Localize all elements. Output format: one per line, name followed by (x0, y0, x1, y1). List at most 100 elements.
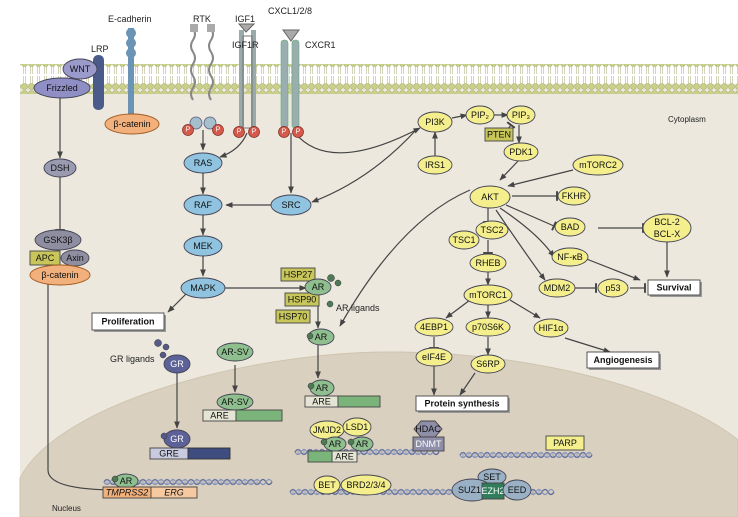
ar-dna-node: AR (309, 379, 335, 397)
erg-box: ERG (150, 486, 198, 499)
nucleus-label: Nucleus (52, 504, 81, 513)
pdk1-node: PDK1 (503, 142, 539, 162)
wnt-node: WNT (62, 58, 98, 80)
bclx-label: BCL-X (654, 229, 681, 239)
are-box-3: ARE (331, 450, 358, 463)
edge-nfkb-survival (583, 257, 641, 281)
pip3-node: PIP₃ (506, 105, 536, 125)
edge-akt-ar (339, 189, 471, 327)
gre-box-label: GRE (159, 449, 179, 459)
apc-node: APC (29, 250, 61, 266)
mtorc2-node-label: mTORC2 (579, 160, 617, 170)
mapk-node: MAPK (180, 277, 226, 299)
eed-node: EED (502, 479, 532, 501)
are-gene-2 (235, 409, 283, 422)
gr-ligand-dot-2 (162, 343, 170, 351)
tsc1-node: TSC1 (448, 230, 480, 250)
frizzled-node-label: Frizzled (46, 83, 78, 93)
edge-pi3k-pip2 (451, 113, 468, 120)
rheb-node-label: RHEB (475, 258, 500, 268)
ras-node-label: RAS (194, 158, 213, 168)
p-igf1r-left-label: P (237, 129, 242, 136)
are-box-2-label: ARE (210, 411, 229, 421)
p70s6k-node: p70S6K (465, 317, 511, 337)
raf-node: RAF (183, 194, 223, 216)
cell-membrane (20, 64, 738, 94)
ar-nuclear-node: AR (307, 328, 335, 346)
tsc2-node: TSC2 (475, 220, 509, 240)
pdk1-node-label: PDK1 (509, 147, 533, 157)
jmjd2-node-label: JMJD2 (313, 425, 341, 435)
cxcl-label: CXCL1/2/8 (268, 6, 312, 16)
edge-s6rp-protein (459, 372, 476, 396)
lrp-label: LRP (91, 44, 109, 54)
mtorc1-node: mTORC1 (463, 284, 513, 306)
ar-sv-dna-node: AR-SV (216, 393, 254, 411)
ar-sv-node: AR-SV (216, 342, 254, 362)
dnmt-node-label: DNMT (416, 439, 442, 449)
bcatenin-node-label: β-catenin (41, 270, 78, 280)
hsp90-node-label: HSP90 (288, 295, 317, 305)
are-gene-3 (307, 450, 333, 463)
mapk-node-label: MAPK (190, 283, 216, 293)
gr-nuclear-node: GR (163, 429, 191, 449)
ar-sv-dna-node-label: AR-SV (221, 397, 249, 407)
pip3-node-label: PIP₃ (512, 110, 531, 120)
lsd1-node-label: LSD1 (346, 422, 369, 432)
edge-mtorc2-akt (507, 169, 574, 188)
ar-fusion-node: AR (113, 473, 139, 489)
are-box-3-label: ARE (335, 452, 354, 462)
p53-node-label: p53 (605, 283, 620, 293)
are-box-1-label: ARE (312, 397, 331, 407)
gr-cytoplasm-node: GR (163, 354, 191, 374)
bcl2-label: BCL-2 (654, 217, 680, 227)
bad-node: BAD (554, 217, 586, 237)
pten-node-label: PTEN (487, 130, 511, 140)
ras-node: RAS (183, 152, 223, 174)
proliferation-box-label: Proliferation (101, 317, 154, 327)
mdm2-node-label: MDM2 (544, 283, 571, 293)
ar-ligand-dot-2 (334, 279, 342, 287)
edge-mapk-proliferation (167, 291, 189, 313)
ar-dna-ligand-dot (307, 382, 315, 390)
ar-dna-node-label: AR (316, 383, 329, 393)
s6rp-node-label: S6RP (476, 359, 500, 369)
edge-hif1a-angio (564, 337, 611, 353)
p-cxcr-left: P (278, 126, 290, 138)
lrp-receptor (93, 55, 104, 110)
nfkb-node-label: NF-κB (557, 252, 583, 262)
rheb-node: RHEB (469, 253, 507, 273)
tsc2-node-label: TSC2 (480, 225, 503, 235)
hsp70-node-label: HSP70 (279, 312, 308, 322)
gr-cytoplasm-node-label: GR (170, 359, 184, 369)
gsk3b-node: GSK3β (34, 229, 82, 251)
irs1-node-label: IRS1 (425, 160, 445, 170)
bcatenin-node: β-catenin (29, 264, 91, 286)
edge-akt-mdm2 (495, 209, 546, 281)
akt-node: AKT (469, 185, 511, 209)
gr-ligand-dot-3 (159, 351, 167, 359)
ar-cytoplasm-node-label: AR (312, 282, 325, 292)
p-igf1r-right-label: P (252, 129, 257, 136)
igf1-label: IGF1 (235, 14, 255, 24)
bet-node: BET (313, 475, 341, 495)
hsp27-node-label: HSP27 (284, 270, 313, 280)
e-cadherin-receptor (126, 28, 136, 120)
fkhr-node: FKHR (557, 186, 591, 206)
rtk-label: RTK (193, 14, 211, 24)
axin-node-label: Axin (66, 253, 84, 263)
edge-mtorc1-4ebp1 (445, 299, 471, 319)
ezh2-node-label: EZH2 (481, 486, 504, 496)
nucleus-region (19, 351, 738, 517)
hsp90-node: HSP90 (284, 292, 320, 307)
e-cadherin-label: E-cadherin (108, 14, 152, 24)
p-igf1r-left: P (233, 126, 245, 138)
bcatenin-membrane-node: β-catenin (104, 113, 160, 135)
irs1-node: IRS1 (417, 155, 453, 175)
gre-gene (187, 447, 231, 460)
p-cxcr-right-label: P (296, 129, 301, 136)
gr-ligand-dot-1 (154, 339, 162, 347)
dsh-node-label: DSH (50, 163, 69, 173)
raf-node-label: RAF (194, 200, 213, 210)
